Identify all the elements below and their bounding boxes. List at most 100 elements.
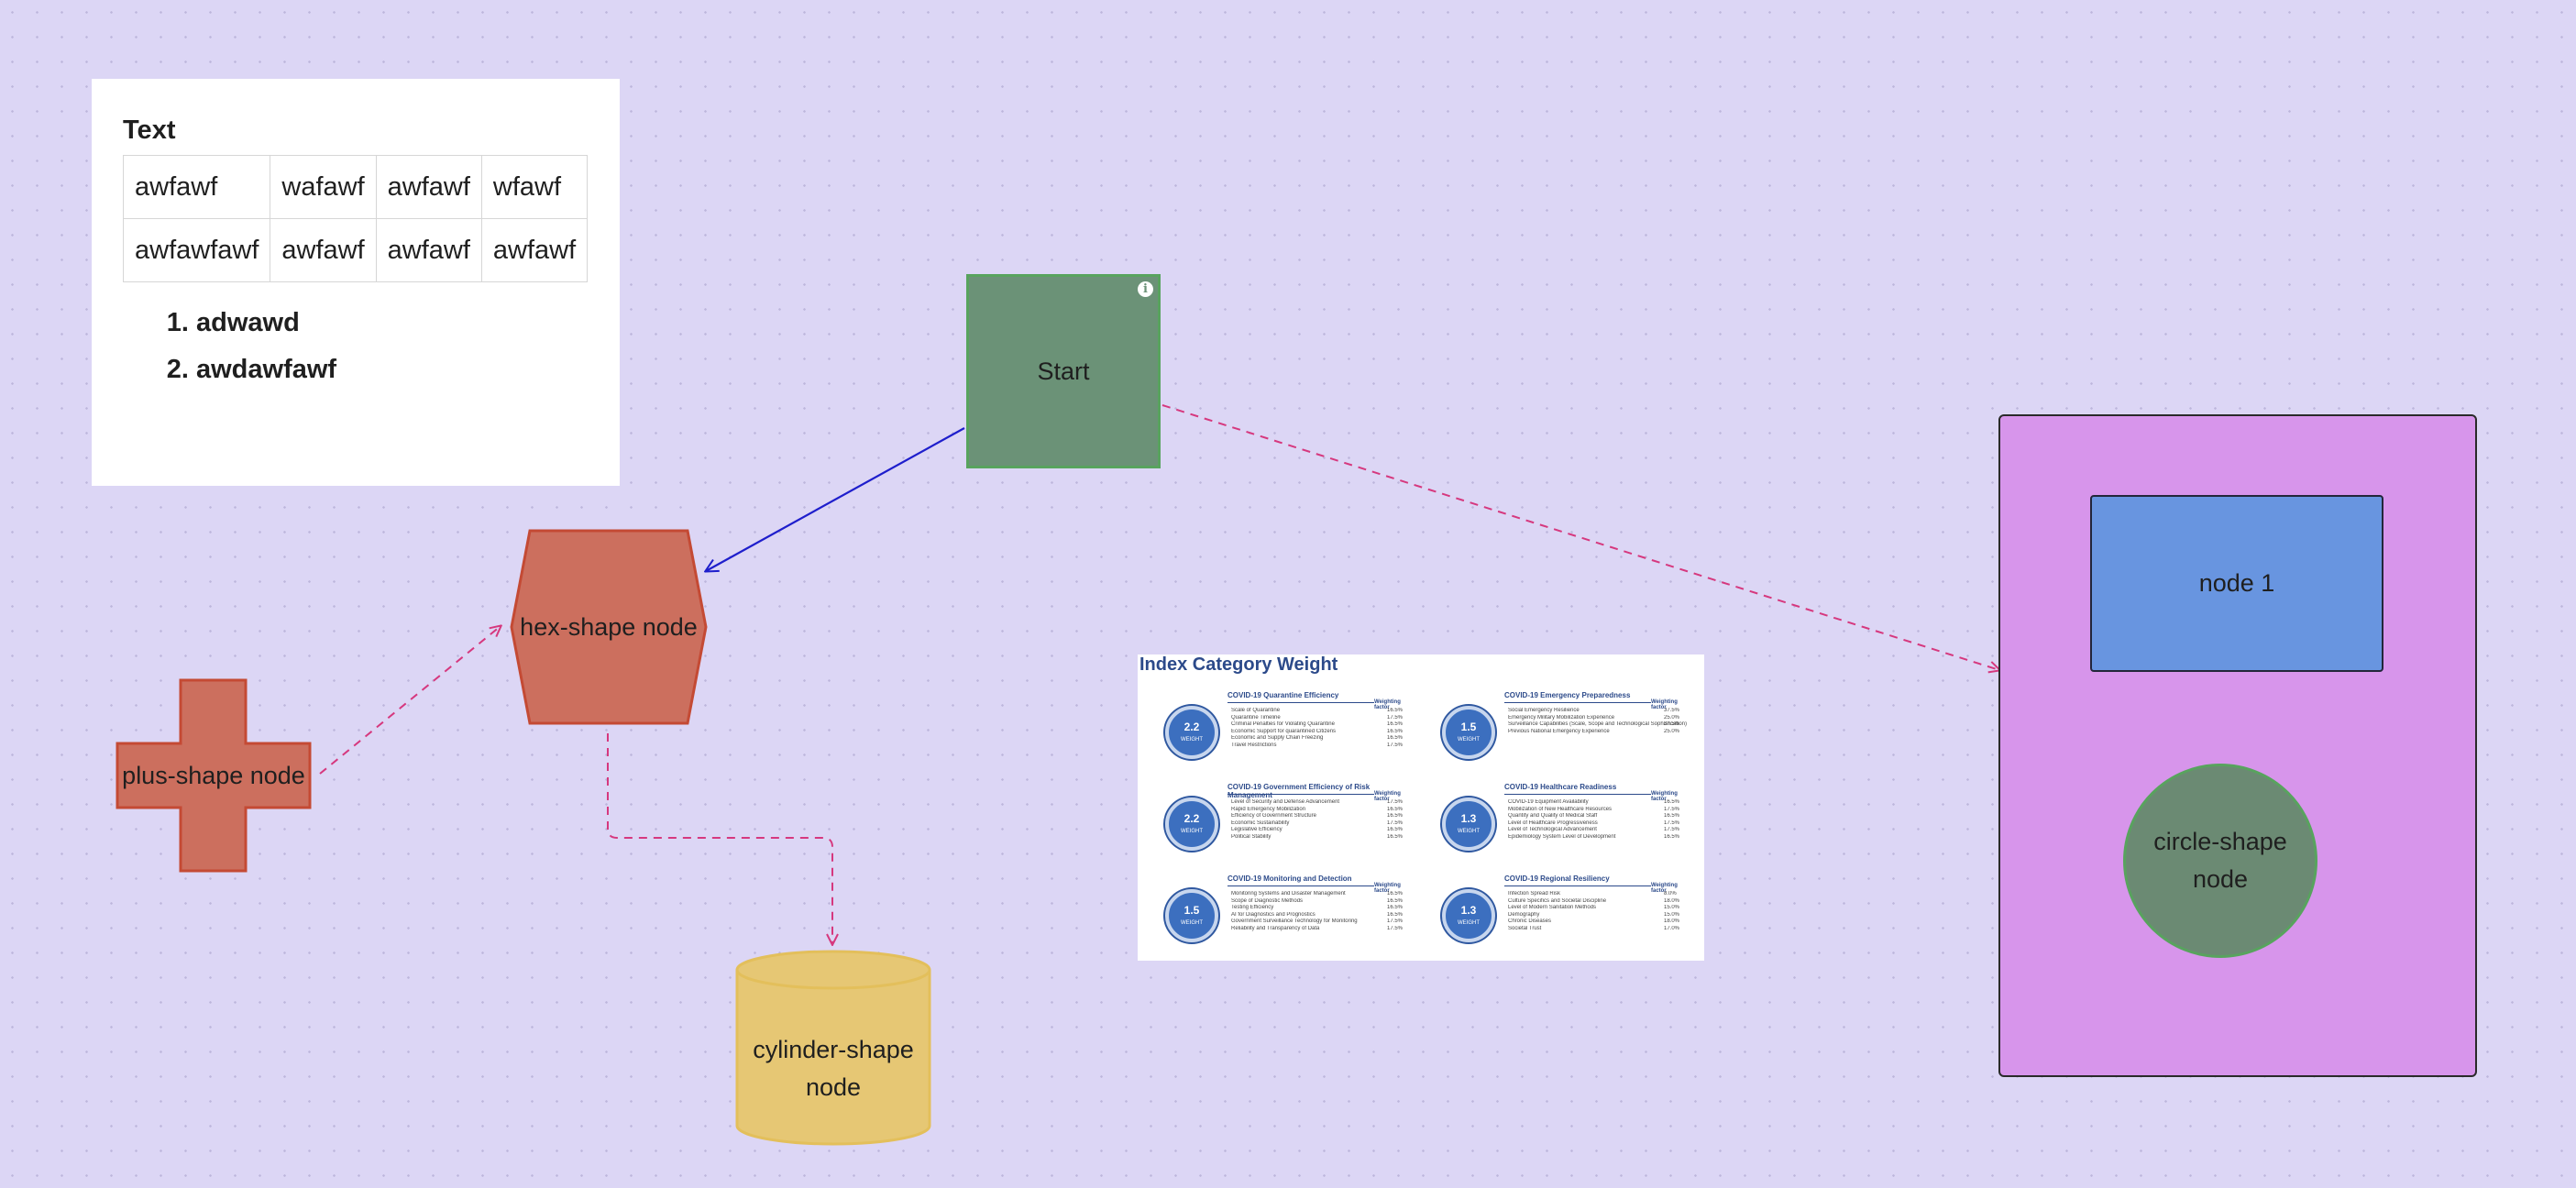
circle-shape-node[interactable]: circle-shape node [2123,764,2317,958]
list-item: Political Stability 16.5% [1231,834,1415,842]
item-label: Reliability and Transparency of Data [1231,925,1320,931]
item-value: 18.0% [1664,918,1680,924]
item-label: Infection Spread Risk [1508,891,1561,896]
item-value: 37.5% [1664,721,1680,727]
item-value: 16.5% [1387,833,1404,840]
item-label: Rapid Emergency Mobilization [1231,806,1306,812]
text-card[interactable]: Text awfawf wafawf awfawf wfawf awfawfaw… [92,79,620,486]
list-item: Level of Technological Advancement 17.5% [1508,827,1691,834]
item-label: Epidemiology System Level of Development [1508,833,1616,840]
plus-shape-node-label: plus-shape node [122,761,305,789]
table-cell: awfawf [480,218,589,282]
list-item: Surveillance Capabilities (Scale, Scope … [1508,721,1691,729]
table-cell: wfawf [480,155,589,219]
item-value: 25.0% [1664,728,1680,734]
edge-hex-to-cylinder[interactable] [607,733,832,944]
list-item: Culture Specifics and Societal Disciplin… [1508,898,1691,906]
item-value: 17.5% [1664,820,1680,826]
item-label: Quantity and Quality of Medical Staff [1508,813,1598,819]
list-item: Social Emergency Resilience 37.5% [1508,708,1691,715]
cylinder-shape-node[interactable] [734,950,932,1148]
list-item: Emergency Military Mobilization Experien… [1508,715,1691,722]
table-cell: awfawf [122,155,271,219]
item-value: 15.0% [1664,905,1680,910]
weight-value: 2.2 [1183,720,1200,733]
item-value: 16.5% [1664,833,1680,840]
category-title: COVID-19 Quarantine Efficiency [1227,691,1339,699]
list-item: Efficiency of Government Structure 16.5% [1231,813,1415,820]
weighting-factor-label: Weighting factor [1374,699,1401,710]
item-value: 16.5% [1387,728,1404,734]
category-divider [1504,702,1651,703]
hex-shape-node-label: hex-shape node [520,612,698,641]
start-node[interactable]: i Start [966,274,1161,468]
category-title: COVID-19 Regional Resiliency [1504,874,1610,883]
item-value: 17.5% [1387,742,1404,748]
text-card-table: awfawf wafawf awfawf wfawf awfawfawf awf… [122,155,589,282]
item-value: 17.5% [1387,918,1404,924]
item-label: Level of Healthcare Progressiveness [1508,820,1598,826]
item-label: Testing Efficiency [1231,905,1274,910]
text-card-list: adwawd awdawfawf [169,308,589,385]
table-cell: awfawf [375,218,482,282]
item-label: Economic Support for quarantined Citizen… [1231,728,1337,734]
item-value: 15.0% [1664,911,1680,918]
item-value: 17.5% [1664,827,1680,832]
list-item: Mobilization of New Healthcare Resources… [1508,807,1691,814]
list-item: Epidemiology System Level of Development… [1508,834,1691,842]
item-label: Monitoring Systems and Disaster Manageme… [1231,891,1346,896]
item-value: 16.5% [1664,799,1680,805]
item-label: Mobilization of New Healthcare Resources [1508,806,1613,812]
start-node-label: Start [1037,357,1090,385]
weighting-factor-label: Weighting factor [1651,791,1678,802]
weighting-factor-label: Weighting factor [1374,883,1401,894]
item-label: Criminal Penalties for Violating Quarant… [1231,721,1335,727]
item-label: Chronic Diseases [1508,918,1552,924]
node-1[interactable]: node 1 [2090,495,2383,672]
weight-value: 2.2 [1183,812,1200,825]
edge-start-to-container[interactable] [1161,404,1999,670]
weighting-factor-label: Weighting factor [1374,791,1401,802]
item-label: Culture Specifics and Societal Disciplin… [1508,897,1607,904]
hex-shape-node[interactable] [510,529,708,725]
weight-value: 1.3 [1460,812,1477,825]
item-label: Government Surveillance Technology for M… [1231,918,1358,924]
category-divider [1504,794,1651,795]
item-value: 16.5% [1387,813,1404,819]
category-title: COVID-19 Emergency Preparedness [1504,691,1631,699]
item-label: Level of Security and Defense Advancemen… [1231,799,1340,805]
info-icon[interactable]: i [1138,281,1153,297]
item-label: Efficiency of Government Structure [1231,813,1316,819]
item-value: 16.5% [1387,735,1404,741]
edge-plus-to-hex[interactable] [319,626,501,775]
edge-start-to-hex[interactable] [706,427,965,571]
table-row: awfawfawf awfawf awfawf awfawf [122,218,589,282]
item-label: Social Emergency Resilience [1508,708,1580,713]
item-value: 17.5% [1387,714,1404,720]
category-divider [1227,794,1374,795]
list-item: awdawfawf [196,355,589,385]
item-label: Level of Technological Advancement [1508,827,1597,832]
circle-shape-node-label: circle-shape node [2153,828,2287,893]
item-label: Scale of Quarantine [1231,708,1281,713]
list-item: Economic Support for quarantined Citizen… [1231,729,1415,736]
item-value: 37.5% [1664,708,1680,713]
item-label: Political Stability [1231,833,1271,840]
weight-value: 1.5 [1460,720,1477,733]
table-cell: wafawf [270,155,377,219]
plus-shape-node[interactable] [116,678,312,873]
